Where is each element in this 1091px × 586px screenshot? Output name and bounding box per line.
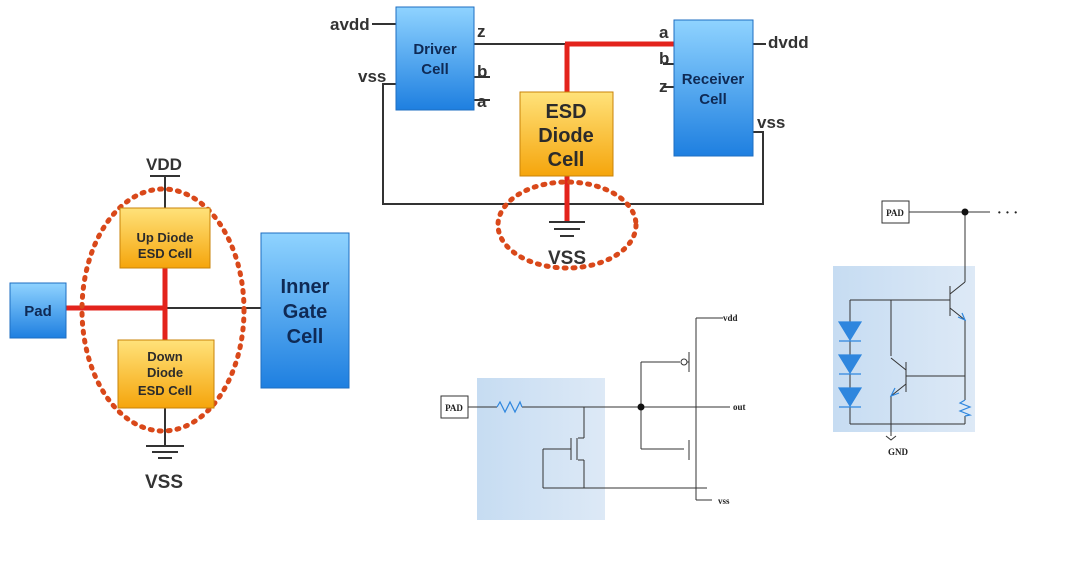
top-vss-ground-label: VSS [548,248,586,269]
receiver-b-label: b [659,49,669,68]
receiver-vss-label: vss [757,113,785,132]
receiver-cell-line1: Receiver [682,71,745,88]
diode-stack [837,321,863,408]
right-highlight-box [833,266,975,432]
esd-highlight-box [477,378,605,520]
left-ground-symbol [146,445,184,459]
top-ground-symbol [549,221,585,237]
inner-gate-line3: Cell [287,326,324,348]
esd-cell-line2: Diode [538,125,594,147]
right-schematic: PAD · · · GND [833,200,1018,457]
resistor-symbol [496,400,523,414]
top-black-wires [372,23,766,205]
left-circuit: Pad Up Diode ESD Cell Down Diode ESD Cel… [9,155,350,493]
middle-pad-label: PAD [445,403,463,413]
vss-dotted-outline [495,179,639,271]
diode-dotted-outline [79,186,247,434]
right-resistor-symbol [958,399,973,417]
pad-label: Pad [24,303,52,320]
inner-gate-line1: Inner [281,276,330,298]
top-pin-labels: avdd vss z b a a b z dvdd vss VSS [330,15,809,269]
avdd-label: avdd [330,15,370,34]
transistor-arrows [889,312,967,398]
driver-z-label: z [477,22,486,41]
ellipsis-label: · · · [997,206,1018,221]
esd-cell-line3: Cell [548,149,585,171]
up-diode-cell: Up Diode ESD Cell [119,207,211,269]
driver-cell-line1: Driver [413,41,457,58]
right-pad-box [881,200,910,224]
right-pad-label: PAD [886,208,904,218]
down-diode-line2: Diode [147,365,183,380]
left-vss-label: VSS [145,472,183,493]
up-diode-line2: ESD Cell [138,246,192,261]
top-circuit: Driver Cell Receiver Cell ESD Diode Cell… [330,6,809,271]
junction-dot [637,403,645,411]
middle-pad-box [440,395,469,419]
driver-a-label: a [477,92,487,111]
receiver-cell-line2: Cell [699,91,727,108]
down-diode-line3: ESD Cell [138,383,192,398]
driver-b-label: b [477,62,487,81]
pmos-bubble [680,358,688,366]
esd-cell-line1: ESD [545,101,586,123]
receiver-a-label: a [659,23,669,42]
middle-schematic: PAD vdd out vss [440,313,746,520]
pad-box: Pad [9,282,67,339]
driver-cell: Driver Cell [395,6,475,111]
inner-gate-cell: Inner Gate Cell [260,232,350,389]
dvdd-label: dvdd [768,33,809,52]
gnd-arrow [885,435,897,441]
top-red-wires [564,41,674,222]
right-junction-dot [961,208,969,216]
vdd-label: VDD [146,155,182,174]
driver-vss-label: vss [358,67,386,86]
up-diode-line1: Up Diode [136,230,193,245]
down-diode-line1: Down [147,349,182,364]
inner-gate-line2: Gate [283,301,327,323]
gnd-label: GND [888,447,909,457]
receiver-z-label: z [659,77,668,96]
vdd-net-label: vdd [723,313,738,323]
receiver-cell: Receiver Cell [673,19,754,157]
vss-net-label: vss [718,496,730,506]
out-net-label: out [733,402,746,412]
esd-diode-cell: ESD Diode Cell [519,91,614,177]
down-diode-cell: Down Diode ESD Cell [117,339,215,409]
driver-cell-line2: Cell [421,61,449,78]
